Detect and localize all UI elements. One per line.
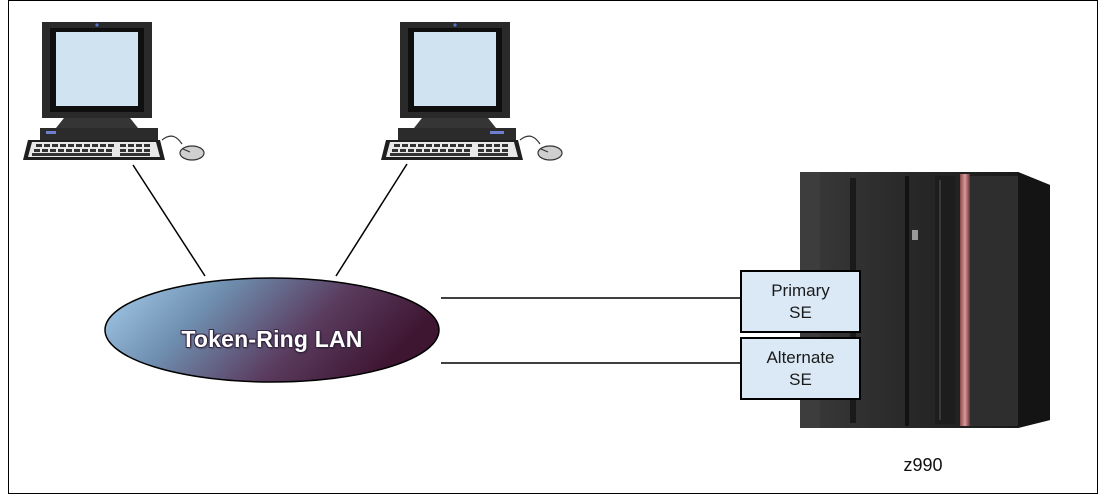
link-left-pc-to-lan — [132, 164, 206, 277]
primary-se-box: Primary SE — [740, 270, 861, 333]
computer-workstation-icon — [381, 22, 563, 161]
primary-se-label-line2: SE — [789, 302, 812, 322]
computer-workstation-icon — [23, 22, 205, 161]
server-label: z990 — [903, 455, 943, 475]
link-right-pc-to-lan — [335, 163, 408, 277]
mainframe-server-icon — [800, 172, 1050, 428]
lan-label: Token-Ring LAN — [181, 325, 363, 352]
token-ring-lan-ellipse — [104, 277, 440, 383]
alternate-se-label-line2: SE — [789, 369, 812, 389]
primary-se-label-line1: Primary — [771, 280, 830, 300]
alternate-se-label-line1: Alternate — [766, 347, 835, 367]
alternate-se-box: Alternate SE — [740, 337, 861, 400]
